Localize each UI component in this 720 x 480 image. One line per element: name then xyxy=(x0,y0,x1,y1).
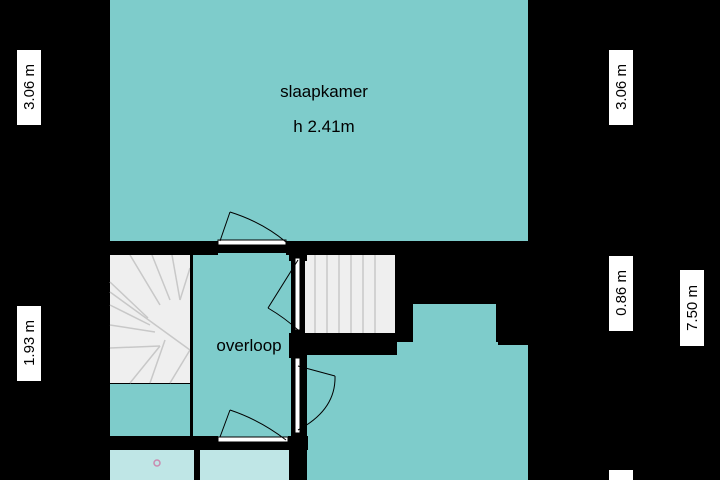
dimension-right-total: 7.50 m xyxy=(680,270,704,346)
stair-bottom-area xyxy=(110,384,190,440)
walls xyxy=(110,241,528,480)
dimension-left-upper-text: 3.06 m xyxy=(21,64,38,110)
bedroom-height: h 2.41m xyxy=(293,117,354,136)
dimension-right-total-text: 7.50 m xyxy=(684,285,701,331)
room-bedroom xyxy=(110,0,528,241)
door-frames xyxy=(217,239,301,443)
dimension-left-lower-text: 1.93 m xyxy=(21,320,38,366)
bedroom-name: slaapkamer xyxy=(280,82,368,101)
dimension-left-lower: 1.93 m xyxy=(17,306,41,381)
dimension-bottom-partial xyxy=(609,470,633,480)
dimension-right-upper-text: 3.06 m xyxy=(613,64,630,110)
bathroom-bottom xyxy=(110,450,290,480)
winding-stair xyxy=(109,254,191,384)
dimension-right-upper: 3.06 m xyxy=(609,50,633,125)
dimension-right-middle-text: 0.86 m xyxy=(613,270,630,316)
dimension-right-middle: 0.86 m xyxy=(609,256,633,331)
room-lower-right xyxy=(307,302,528,480)
dimension-left-upper: 3.06 m xyxy=(17,50,41,125)
door-swings xyxy=(219,211,336,441)
room-landing xyxy=(193,253,291,440)
straight-stair xyxy=(305,253,395,333)
landing-name: overloop xyxy=(216,336,281,355)
